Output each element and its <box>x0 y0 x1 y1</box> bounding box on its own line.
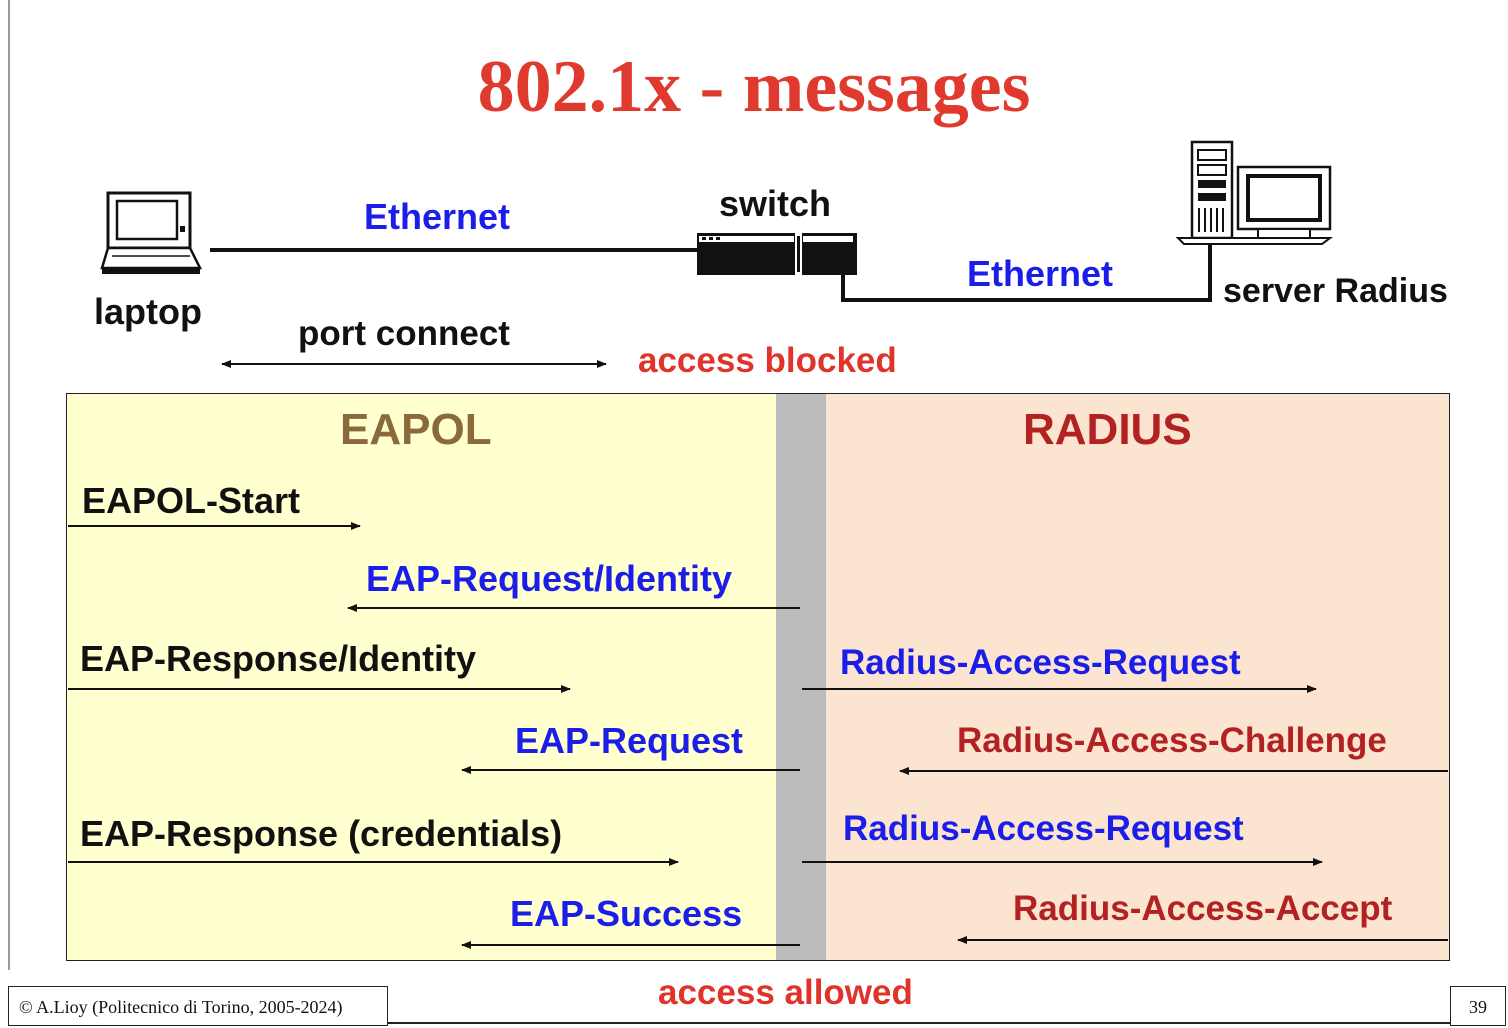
access-allowed-label: access allowed <box>658 973 913 1012</box>
switch-label: switch <box>719 183 832 224</box>
slide-title: 802.1x - messages <box>477 46 1031 128</box>
msg-eap-response-credentials: EAP-Response (credentials) <box>80 813 563 854</box>
msg-eap-success: EAP-Success <box>510 893 743 934</box>
page-number: 39 <box>1450 986 1506 1026</box>
msg-radius-access-request-2: Radius-Access-Request <box>843 809 1244 848</box>
left-margin-rule <box>0 0 10 970</box>
laptop-label: laptop <box>94 291 202 332</box>
copyright-footer: © A.Lioy (Politecnico di Torino, 2005-20… <box>8 986 388 1026</box>
server-radius-label: server Radius <box>1223 272 1448 310</box>
access-blocked-label: access blocked <box>638 341 897 380</box>
footer-rule <box>388 1022 1450 1024</box>
msg-eap-response-identity: EAP-Response/Identity <box>80 638 477 679</box>
msg-eap-request: EAP-Request <box>515 720 744 761</box>
msg-radius-access-challenge: Radius-Access-Challenge <box>957 721 1387 760</box>
msg-eap-request-identity: EAP-Request/Identity <box>366 558 733 599</box>
eapol-panel <box>66 393 777 961</box>
switch-divider <box>776 393 826 961</box>
radius-heading: RADIUS <box>1023 405 1192 454</box>
radius-panel <box>826 393 1450 961</box>
ethernet-right-label: Ethernet <box>967 253 1114 294</box>
msg-radius-access-request-1: Radius-Access-Request <box>840 643 1241 682</box>
switch-icon <box>697 233 857 275</box>
ethernet-left-label: Ethernet <box>364 196 511 237</box>
port-connect-label: port connect <box>298 314 510 353</box>
server-radius-icon <box>1175 140 1333 245</box>
msg-radius-access-accept: Radius-Access-Accept <box>1013 889 1393 928</box>
eapol-heading: EAPOL <box>340 405 492 454</box>
laptop-icon <box>100 191 203 274</box>
msg-eapol-start: EAPOL-Start <box>82 480 301 521</box>
